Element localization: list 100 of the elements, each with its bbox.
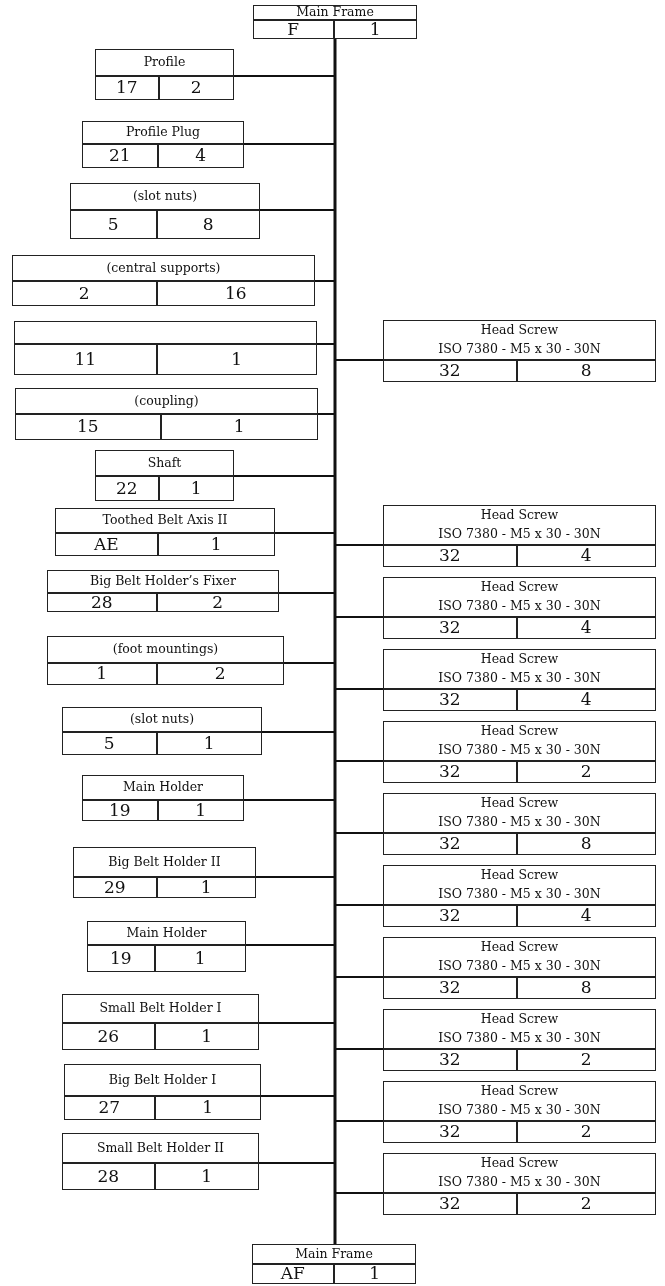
quantity: 8 xyxy=(201,212,215,236)
part-number: 32 xyxy=(384,360,518,381)
part-box xyxy=(70,183,260,239)
part-number: 19 xyxy=(88,945,156,971)
part-number: 32 xyxy=(384,617,518,638)
quantity: 4 xyxy=(579,905,593,926)
part-number: 27 xyxy=(65,1096,156,1119)
part-number: AE xyxy=(56,533,159,555)
quantity: 4 xyxy=(579,545,593,566)
part-number: 11 xyxy=(15,344,158,374)
part-box xyxy=(383,793,656,855)
part-specification: ISO 7380 - M5 x 30 - 30N xyxy=(384,957,655,978)
part-box xyxy=(95,49,234,100)
part-box xyxy=(383,649,656,711)
quantity: 1 xyxy=(230,347,244,371)
part-box xyxy=(64,1064,261,1120)
connector-line xyxy=(333,39,337,1244)
part-number: 22 xyxy=(96,476,160,500)
part-name: Big Belt Holder I xyxy=(65,1065,260,1097)
part-box xyxy=(383,1081,656,1143)
part-name: Shaft xyxy=(96,451,233,477)
quantity: 1 xyxy=(201,1096,215,1119)
quantity: 1 xyxy=(194,800,208,820)
quantity: 8 xyxy=(579,360,593,381)
part-box xyxy=(55,508,275,556)
part-box xyxy=(252,1244,416,1284)
part-box xyxy=(383,937,656,999)
quantity: 4 xyxy=(579,617,593,638)
part-name: Main Frame xyxy=(253,1245,415,1265)
part-name: Profile xyxy=(96,50,233,77)
quantity: 1 xyxy=(209,533,223,555)
part-name: Head Screw xyxy=(479,722,560,741)
quantity: 1 xyxy=(199,877,213,897)
part-number: AF xyxy=(253,1264,335,1283)
quantity: 2 xyxy=(579,1049,593,1070)
part-box xyxy=(73,847,256,898)
part-box xyxy=(95,450,234,501)
part-number: 32 xyxy=(384,905,518,926)
part-name: Head Screw xyxy=(479,1082,560,1101)
part-specification: ISO 7380 - M5 x 30 - 30N xyxy=(384,813,655,834)
quantity: 4 xyxy=(579,689,593,710)
part-name: (coupling) xyxy=(16,389,317,415)
quantity: 1 xyxy=(368,1264,382,1283)
part-box xyxy=(12,255,315,306)
part-name: Main Holder xyxy=(83,776,243,801)
quantity: 2 xyxy=(579,1193,593,1214)
part-name: Head Screw xyxy=(479,938,560,957)
part-box xyxy=(82,775,244,821)
part-box xyxy=(62,1133,259,1190)
part-specification: ISO 7380 - M5 x 30 - 30N xyxy=(384,885,655,906)
part-box xyxy=(383,721,656,783)
quantity: 2 xyxy=(213,663,227,684)
part-number: 32 xyxy=(384,833,518,854)
quantity: 1 xyxy=(189,476,203,500)
part-number: 17 xyxy=(96,76,160,99)
part-box xyxy=(383,1153,656,1215)
part-name: Head Screw xyxy=(479,321,560,340)
part-name: (slot nuts) xyxy=(71,184,259,211)
quantity: 2 xyxy=(579,1121,593,1142)
quantity: 2 xyxy=(579,761,593,782)
part-name: (foot mountings) xyxy=(48,637,283,664)
quantity: 1 xyxy=(232,415,246,439)
part-number: 32 xyxy=(384,977,518,998)
part-box xyxy=(82,121,244,168)
part-name: Head Screw xyxy=(479,794,560,813)
part-number: 5 xyxy=(63,732,158,754)
part-number: 19 xyxy=(83,800,159,820)
part-box xyxy=(383,577,656,639)
quantity: 1 xyxy=(200,1164,214,1188)
part-number: 32 xyxy=(384,545,518,566)
part-specification: ISO 7380 - M5 x 30 - 30N xyxy=(384,741,655,762)
quantity: 16 xyxy=(223,281,248,305)
part-specification: ISO 7380 - M5 x 30 - 30N xyxy=(384,1173,655,1194)
part-number: 32 xyxy=(384,1049,518,1070)
part-box xyxy=(47,636,284,685)
part-name: Head Screw xyxy=(479,650,560,669)
part-name: Head Screw xyxy=(479,1010,560,1029)
quantity: 2 xyxy=(211,593,225,611)
part-box xyxy=(14,321,317,375)
part-number: 32 xyxy=(384,1193,518,1214)
part-number: 1 xyxy=(48,663,158,684)
part-number: 5 xyxy=(71,210,158,238)
part-number: 15 xyxy=(16,414,162,439)
part-name: Main Holder xyxy=(88,922,245,946)
part-box xyxy=(15,388,318,440)
part-number: 26 xyxy=(63,1023,156,1049)
quantity: 8 xyxy=(579,977,593,998)
part-box xyxy=(62,707,262,755)
part-specification: ISO 7380 - M5 x 30 - 30N xyxy=(384,597,655,618)
part-box xyxy=(253,5,417,39)
quantity: 4 xyxy=(194,144,208,167)
part-number: 2 xyxy=(13,281,158,305)
quantity: 1 xyxy=(193,946,207,970)
part-name: Main Frame xyxy=(254,6,416,21)
part-name: Small Belt Holder II xyxy=(63,1134,258,1164)
part-name: Big Belt Holder’s Fixer xyxy=(48,571,278,594)
part-box xyxy=(383,320,656,382)
part-box xyxy=(62,994,259,1050)
part-specification: ISO 7380 - M5 x 30 - 30N xyxy=(384,669,655,690)
part-name: Head Screw xyxy=(479,1154,560,1173)
